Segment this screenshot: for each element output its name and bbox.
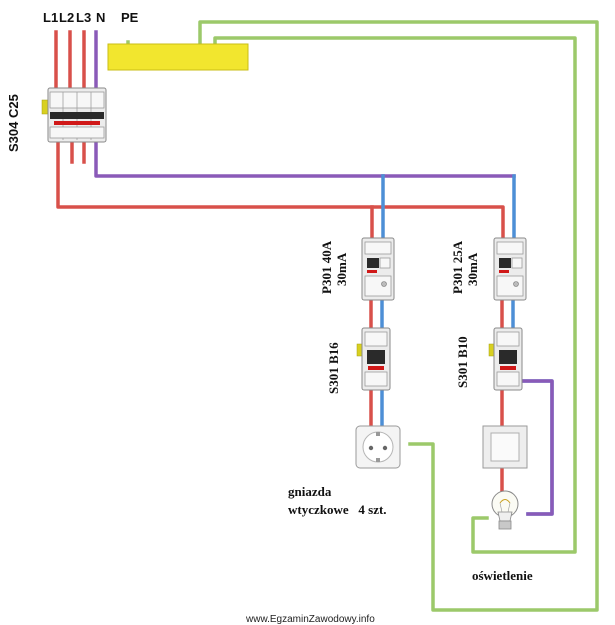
main-breaker-s304: [41, 87, 107, 143]
terminal-l2-label: L2: [59, 10, 74, 25]
socket-circuit-wires: [369, 296, 384, 430]
switch-icon: [482, 425, 528, 469]
rcd-sockets-label-1: P301 40A: [319, 240, 334, 294]
pe-busbar: [107, 43, 249, 71]
terminal-l1-label: L1: [43, 10, 58, 25]
mcb-lighting-label: S301 B10: [455, 336, 470, 388]
rcd-lighting-label-1: P301 25A: [450, 240, 465, 294]
bulb-icon: [491, 490, 519, 530]
terminal-pe-label: PE: [121, 10, 139, 25]
rcd-sockets: [361, 237, 395, 301]
main-breaker-label: S304 C25: [6, 94, 21, 152]
rcd-lighting-label-2: 30mA: [465, 252, 480, 286]
sockets-load-label-1: gniazda: [288, 484, 332, 499]
mcb-lighting: [488, 327, 523, 391]
terminal-l3-label: L3: [76, 10, 91, 25]
distribution-wires: [56, 138, 516, 242]
sockets-load-label-2: wtyczkowe 4 szt.: [288, 502, 387, 517]
footer-watermark: www.EgzaminZawodowy.info: [245, 614, 375, 625]
rcd-lighting: [493, 237, 527, 301]
mcb-sockets: [356, 327, 391, 391]
mcb-sockets-label: S301 B16: [326, 342, 341, 394]
terminal-n-label: N: [96, 10, 105, 25]
pe-wires: [126, 20, 599, 612]
rcd-sockets-label-2: 30mA: [334, 252, 349, 286]
socket-icon: [355, 425, 401, 469]
lighting-load-label: oświetlenie: [472, 568, 533, 583]
supply-wires: [54, 30, 98, 92]
lighting-circuit-wires: [500, 296, 554, 516]
